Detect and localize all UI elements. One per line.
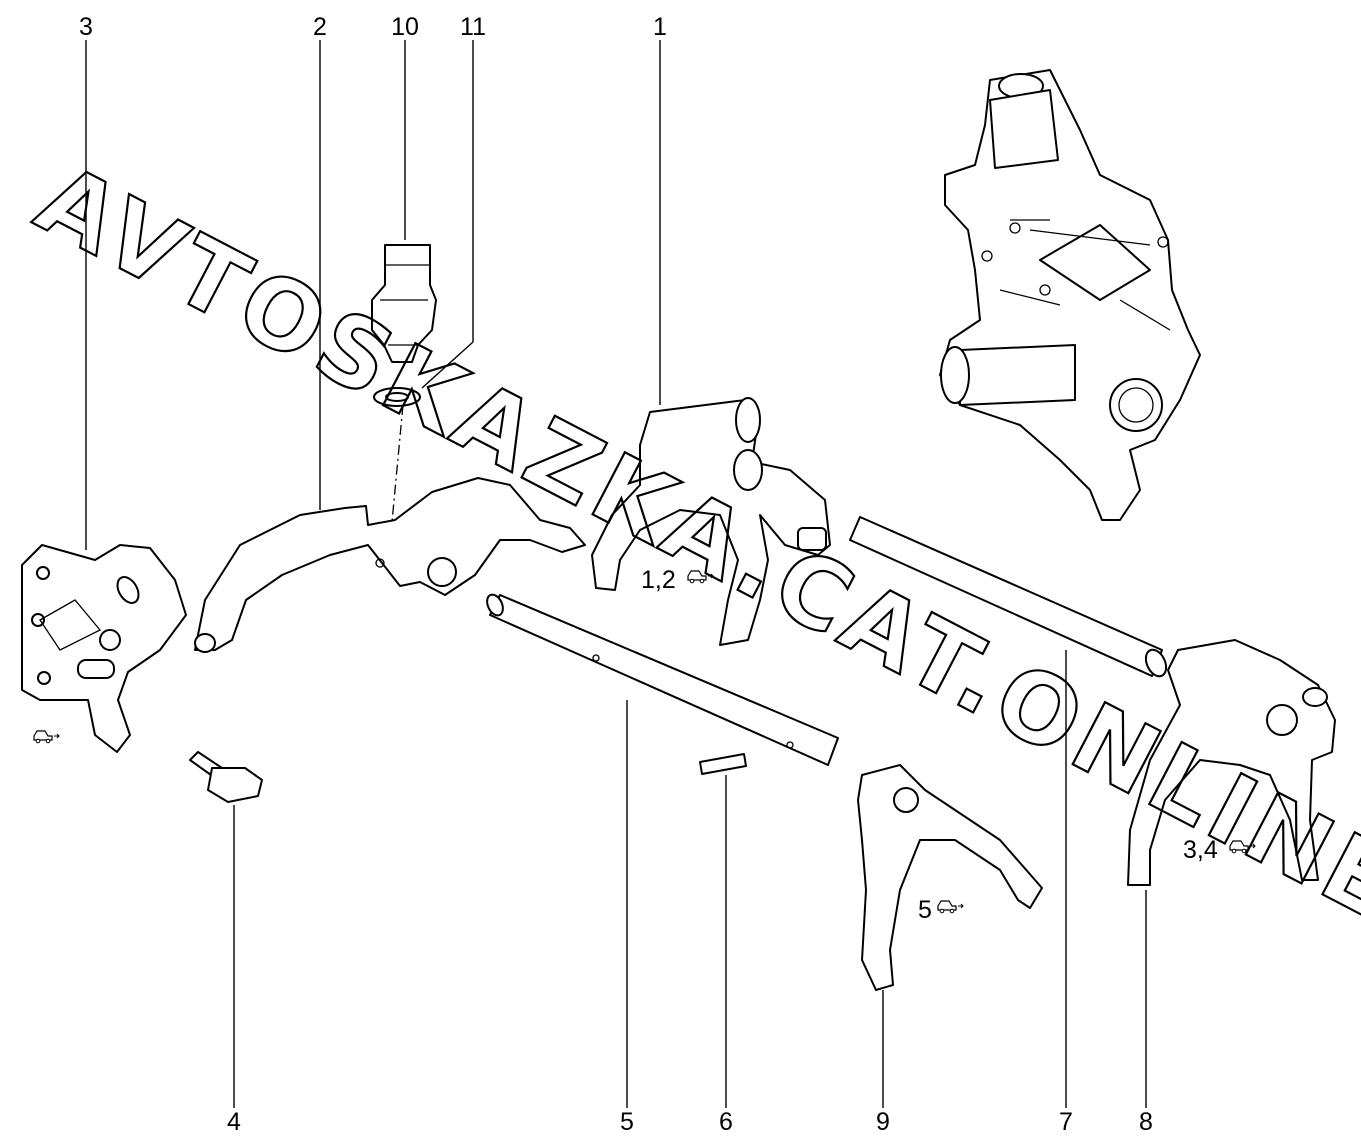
callout-10: 10: [391, 13, 419, 41]
gear-label-3-4: 3,4: [1183, 836, 1218, 864]
fork-part-9: [857, 764, 1043, 991]
callout-3: 3: [79, 13, 93, 41]
callout-6: 6: [719, 1108, 733, 1136]
callout-7: 7: [1059, 1108, 1073, 1136]
callout-1: 1: [653, 13, 667, 41]
callout-9: 9: [876, 1108, 890, 1136]
gear-label-5: 5: [918, 896, 932, 924]
leader-lines: [85, 40, 1147, 1108]
callout-11: 11: [460, 13, 486, 41]
switch-part-10: [371, 244, 437, 363]
bracket-part-3: [21, 544, 187, 753]
fork-part-1: [591, 397, 831, 646]
car-direction-icon: [33, 730, 60, 744]
bolt-part-4: [189, 751, 263, 803]
gearbox-actuator-assembly: [939, 69, 1201, 521]
gear-labels: 1,2 3,4 5: [33, 566, 1256, 924]
callout-4: 4: [227, 1108, 241, 1136]
callout-8: 8: [1139, 1108, 1153, 1136]
fork-part-8: [1127, 639, 1336, 886]
rod-part-5: [486, 593, 839, 766]
callout-numbers: 3 2 10 11 1 4 5 6 9 7 8: [79, 13, 1153, 1136]
washer-part-11: [373, 387, 421, 407]
car-direction-icon: [937, 900, 964, 914]
callout-5: 5: [620, 1108, 634, 1136]
gear-label-1-2: 1,2: [641, 566, 676, 594]
pin-part-6: [699, 753, 747, 775]
rod-part-7: [849, 516, 1168, 678]
lever-part-2: [194, 477, 586, 653]
callout-2: 2: [313, 13, 327, 41]
